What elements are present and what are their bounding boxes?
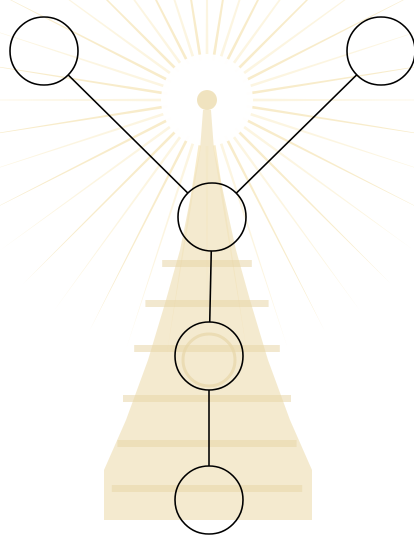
watermark-tier-band: [123, 395, 291, 402]
watermark-ray: [246, 59, 414, 95]
watermark-tier-band: [145, 300, 268, 307]
watermark-ray: [206, 0, 209, 60]
watermark-ray: [54, 132, 184, 311]
watermark-ray: [229, 132, 359, 311]
watermark-tier-band: [162, 260, 252, 267]
watermark-finial: [197, 90, 217, 110]
watermark-ray: [0, 117, 172, 218]
seal-watermark-icon: [0, 0, 414, 520]
watermark-ray: [239, 122, 414, 252]
watermark-ray: [246, 105, 414, 141]
watermark-ray: [242, 117, 414, 218]
node-top-left: [10, 17, 78, 85]
watermark-tier-band: [112, 485, 302, 492]
watermark-tier-band: [134, 345, 280, 352]
watermark-ray: [0, 105, 168, 141]
watermark-ray: [0, 99, 167, 102]
watermark-tier-band: [117, 440, 296, 447]
watermark-ray: [23, 127, 180, 284]
watermark-ray: [0, 122, 175, 252]
watermark-ray: [234, 127, 391, 284]
